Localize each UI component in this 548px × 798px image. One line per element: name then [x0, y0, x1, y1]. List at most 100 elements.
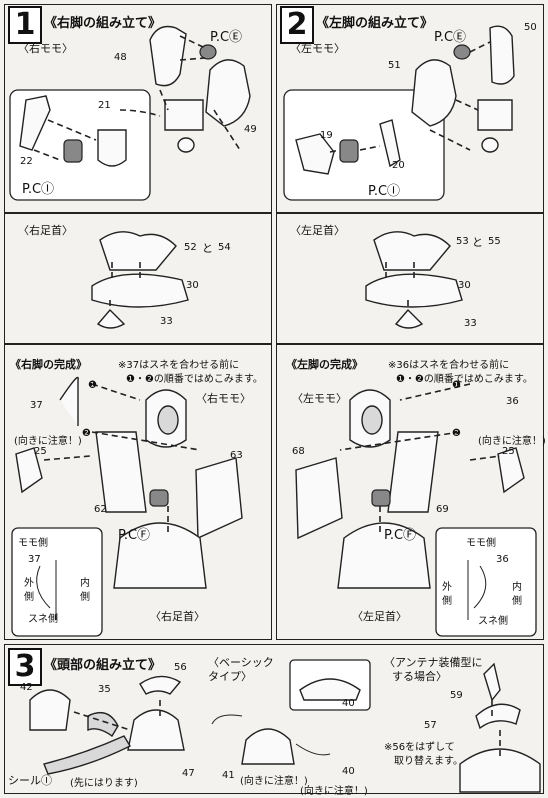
right-complete-note1: ※37はスネを合わせる前に	[118, 360, 240, 371]
part-33-left: 33	[464, 318, 477, 329]
antenna-type-drawing	[459, 662, 541, 793]
seal-note: (先にはります)	[70, 778, 138, 789]
left-ankle-panel	[276, 212, 544, 344]
left-pc: P.CⒻ	[384, 528, 417, 543]
right-inset-momo: モモ側	[18, 538, 48, 549]
step2-title: 《左脚の組み立て》	[316, 16, 434, 31]
left-complete-title: 《左脚の完成》	[286, 358, 363, 371]
step2-pc-bottom: P.CⒾ	[368, 184, 401, 199]
part-68: 68	[292, 446, 305, 457]
part-21: 21	[98, 100, 111, 111]
part-41: 41	[222, 770, 235, 781]
right-ankle-and: と	[202, 242, 213, 255]
left-caution: (向きに注意！)	[478, 436, 546, 447]
basic-title1: 〈ベーシック	[208, 656, 274, 669]
part-33-right: 33	[160, 316, 173, 327]
left-ankle-and: と	[472, 236, 483, 249]
left-inset-sune: スネ側	[478, 616, 508, 627]
right-n2: ❷	[82, 428, 91, 439]
basic-title2: タイプ〉	[208, 670, 252, 683]
right-inset-outer2: 側	[24, 592, 34, 603]
right-ankle-drawing	[91, 231, 189, 329]
part-52: 52	[184, 242, 197, 253]
part-22: 22	[20, 156, 33, 167]
left-inset-outer2: 側	[442, 596, 452, 607]
step3-number: 3	[8, 648, 42, 686]
part-36: 36	[506, 396, 519, 407]
part-25-left: 25	[502, 446, 515, 457]
part-40b: 40	[342, 766, 355, 777]
step2-sub: 〈左モモ〉	[290, 42, 345, 55]
part-47: 47	[182, 768, 195, 779]
right-complete-panel	[4, 344, 272, 640]
step3-title: 《頭部の組み立て》	[44, 658, 162, 673]
left-inset-36: 36	[496, 554, 509, 565]
left-complete-note1: ※36はスネを合わせる前に	[388, 360, 510, 371]
step2-panel	[276, 4, 544, 214]
part-55: 55	[488, 236, 501, 247]
right-inset-sune: スネ側	[28, 614, 58, 625]
left-n1: ❶	[452, 380, 461, 391]
right-pc: P.CⒻ	[118, 528, 151, 543]
part-53: 53	[456, 236, 469, 247]
part-69: 69	[436, 504, 449, 515]
part-54: 54	[218, 242, 231, 253]
right-ankle-label: 〈右足首〉	[150, 610, 205, 623]
step2-number: 2	[280, 6, 314, 44]
right-caution: (向きに注意！)	[14, 436, 82, 447]
step2-drawing	[295, 25, 515, 175]
part-63: 63	[230, 450, 243, 461]
right-ankle-title: 〈右足首〉	[18, 224, 73, 237]
step1-sub: 〈右モモ〉	[18, 42, 73, 55]
part-19: 19	[320, 130, 333, 141]
right-inset-outer1: 外	[24, 578, 34, 589]
step1-panel	[4, 4, 272, 214]
part-30-right: 30	[186, 280, 199, 291]
part-40a: 40	[342, 698, 355, 709]
right-inset-inner2: 側	[80, 592, 90, 603]
part-51: 51	[388, 60, 401, 71]
left-inset-momo: モモ側	[466, 538, 496, 549]
part-49: 49	[244, 124, 257, 135]
step1-drawing	[19, 25, 251, 167]
basic-type-drawing	[211, 678, 361, 765]
right-leg-drawing	[15, 376, 243, 620]
left-ankle-label: 〈左足首〉	[352, 610, 407, 623]
antenna-title2: する場合〉	[392, 670, 447, 683]
step1-title: 《右脚の組み立て》	[44, 16, 162, 31]
step1-pc-bottom: P.CⒾ	[22, 182, 55, 197]
right-inset-37: 37	[28, 554, 41, 565]
basic-caution1: (向きに注意！)	[240, 776, 308, 787]
part-42: 42	[20, 682, 33, 693]
left-n2: ❷	[452, 428, 461, 439]
seal-label: シールⒾ	[8, 774, 52, 787]
step2-pc-top: P.CⒺ	[434, 30, 467, 45]
part-56: 56	[174, 662, 187, 673]
antenna-note2: 取り替えます。	[394, 756, 463, 767]
left-momo: 〈左モモ〉	[292, 392, 347, 405]
part-57: 57	[424, 720, 437, 731]
right-complete-note2: ❶・❷の順番ではめこみます。	[126, 374, 263, 385]
right-n1: ❶	[88, 380, 97, 391]
left-ankle-title: 〈左足首〉	[290, 224, 345, 237]
step3-panel	[4, 644, 544, 794]
left-ankle-drawing	[365, 231, 463, 329]
basic-caution2: (向きに注意！)	[300, 786, 368, 797]
part-25-right: 25	[34, 446, 47, 457]
left-leg-drawing	[295, 383, 525, 620]
antenna-title1: 〈アンテナ装備型に	[384, 656, 483, 669]
step1-number: 1	[8, 6, 42, 44]
part-59: 59	[450, 690, 463, 701]
part-30-left: 30	[458, 280, 471, 291]
left-inset-outer1: 外	[442, 582, 452, 593]
part-50: 50	[524, 22, 537, 33]
right-momo: 〈右モモ〉	[196, 392, 251, 405]
step1-pc-top: P.CⒺ	[210, 30, 243, 45]
head-drawing	[29, 675, 185, 775]
left-complete-panel	[276, 344, 544, 640]
right-complete-title: 《右脚の完成》	[10, 358, 87, 371]
left-inset-inner2: 側	[512, 596, 522, 607]
left-complete-note2: ❶・❷の順番ではめこみます。	[396, 374, 533, 385]
part-35: 35	[98, 684, 111, 695]
